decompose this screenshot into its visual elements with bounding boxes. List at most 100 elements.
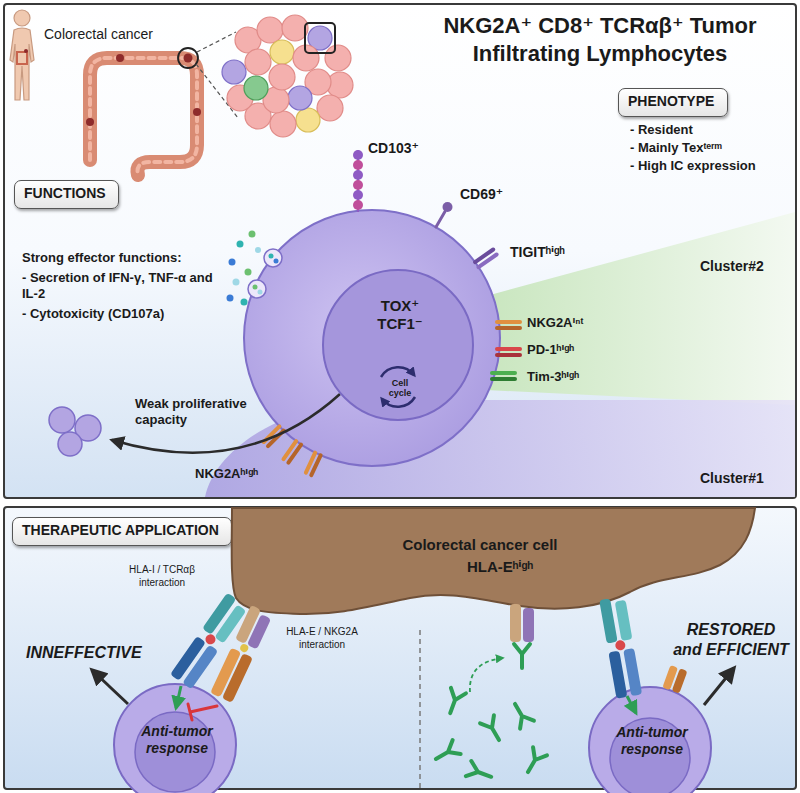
secretion — [229, 259, 236, 266]
cancer-cell: Colorectal cancer cellHLA-Eʰⁱᵍʰ — [230, 508, 758, 618]
free-antibodies — [480, 715, 506, 744]
colon — [90, 58, 197, 175]
tumor-cluster — [222, 60, 246, 84]
label-text: Cluster#1 — [700, 470, 764, 488]
tumor-cluster — [257, 17, 283, 43]
antibody-arrow — [470, 658, 503, 692]
tumor-cluster — [270, 111, 296, 137]
divider — [419, 630, 421, 788]
secretion — [237, 241, 244, 248]
hla-tcr-molecules — [599, 596, 642, 699]
colon — [90, 58, 197, 175]
nkg2a-high-receptors — [311, 455, 320, 475]
label-text: INNEFFECTIVE — [26, 643, 142, 663]
tigit-receptor — [475, 250, 497, 268]
tumor-cluster — [325, 45, 351, 71]
tumor-cluster — [296, 108, 320, 132]
cell-cycle-icon — [381, 367, 415, 407]
free-antibodies — [521, 747, 547, 776]
secretion — [245, 269, 252, 276]
node-text: THERAPEUTIC APPLICATION — [22, 522, 222, 539]
human-figure — [14, 10, 30, 26]
tim3-receptor — [492, 377, 515, 381]
secretion — [249, 231, 256, 238]
colon — [184, 54, 193, 63]
secretion-pits — [264, 249, 282, 267]
label-text: - Mainly Texᵗᵉʳᵐ — [630, 140, 722, 156]
secretion-pits — [248, 280, 266, 298]
heading-box: FUNCTIONS — [14, 180, 119, 209]
hlae-nkg2a-molecules — [239, 643, 250, 654]
node-text: Anti-tumor response — [132, 723, 222, 757]
secretion — [233, 279, 240, 286]
pd1-receptor — [497, 347, 520, 351]
ineffective-arrow — [92, 670, 128, 704]
label-text: HLA-I / TCRαβ interaction — [118, 564, 206, 589]
colon — [193, 108, 201, 116]
free-antibodies — [508, 700, 534, 729]
activation-arrow — [627, 696, 636, 713]
hlae-nkg2a-molecules — [210, 648, 241, 698]
node-text: HLA-Eʰⁱᵍʰ — [390, 558, 610, 576]
nucleus-circle: TOX⁺ TCF1⁻Cell cycle — [322, 269, 474, 421]
label-text: - Secretion of IFN-γ, TNF-α and IL-2 — [22, 270, 222, 303]
pd1-receptor — [497, 353, 520, 357]
nkg2a-int-receptor — [497, 326, 520, 330]
tumor-cluster — [270, 40, 294, 64]
cd69-receptor — [443, 202, 453, 212]
node-text: Anti-tumor response — [607, 724, 697, 758]
cancer-cell-shape — [232, 508, 755, 614]
label-text: Cluster#2 — [700, 258, 764, 276]
free-nkg2a — [662, 665, 687, 694]
tumor-cluster — [244, 76, 268, 100]
hla-tcr-molecules — [182, 645, 218, 690]
cell-cycle-icon — [382, 397, 415, 407]
free-antibodies — [466, 761, 494, 784]
small-cells — [49, 407, 75, 433]
label-text: NKG2Aⁱⁿᵗ — [527, 315, 583, 331]
hla-tcr-molecules — [202, 593, 236, 635]
node-text: FUNCTIONS — [24, 185, 109, 202]
cell-cycle-icon — [381, 367, 414, 377]
secretion-pits — [269, 254, 274, 259]
hla-tcr-molecules — [615, 639, 627, 651]
t-cell: Anti-tumor response — [113, 683, 237, 793]
hla-tcr-molecules — [204, 632, 218, 646]
label-text: Colorectal cancer — [44, 26, 153, 44]
tumor-cluster — [245, 49, 271, 75]
label-text: TIGITʰⁱᵍʰ — [510, 244, 565, 262]
nkg2a-high-receptors — [288, 445, 301, 463]
label-text: PD-1ʰⁱᵍʰ — [527, 342, 574, 358]
human-figure — [10, 10, 34, 100]
cd69-receptor — [436, 202, 453, 227]
free-nkg2a — [672, 668, 688, 693]
hla-tcr-molecules — [214, 604, 246, 643]
nkg2a-int-receptor — [497, 322, 520, 328]
tigit-receptor — [479, 255, 497, 268]
colon — [86, 32, 238, 175]
cd103-receptor — [353, 180, 363, 190]
t-cell-nucleus — [135, 712, 215, 792]
small-cells — [49, 407, 101, 456]
cd69-receptor — [436, 212, 445, 227]
cd103-receptor — [353, 150, 363, 212]
tumor-cluster — [222, 15, 353, 137]
secretion — [255, 247, 261, 253]
secretion-pits — [253, 285, 258, 290]
t-cell: Anti-tumor response — [588, 686, 712, 793]
label-text: HLA-E / NKG2A interaction — [282, 626, 362, 651]
cluster2-region — [486, 212, 795, 405]
secretion-pits — [248, 249, 282, 298]
hlae-nkg2a-molecules — [235, 605, 261, 644]
hla-tcr-molecules — [599, 598, 617, 643]
nkg2a-int-receptor — [497, 320, 520, 324]
hlae-nkg2a-molecules — [247, 614, 271, 649]
free-antibodies — [443, 688, 466, 716]
hlae-nkg2a-molecules — [222, 653, 253, 703]
hla-tcr-molecules — [615, 600, 633, 641]
tumor-cluster — [288, 86, 312, 110]
label-text: NKG2Aʰⁱᵍʰ — [195, 466, 258, 482]
tumor-cluster — [305, 23, 335, 53]
hlae-nkg2a-molecules — [210, 605, 273, 703]
